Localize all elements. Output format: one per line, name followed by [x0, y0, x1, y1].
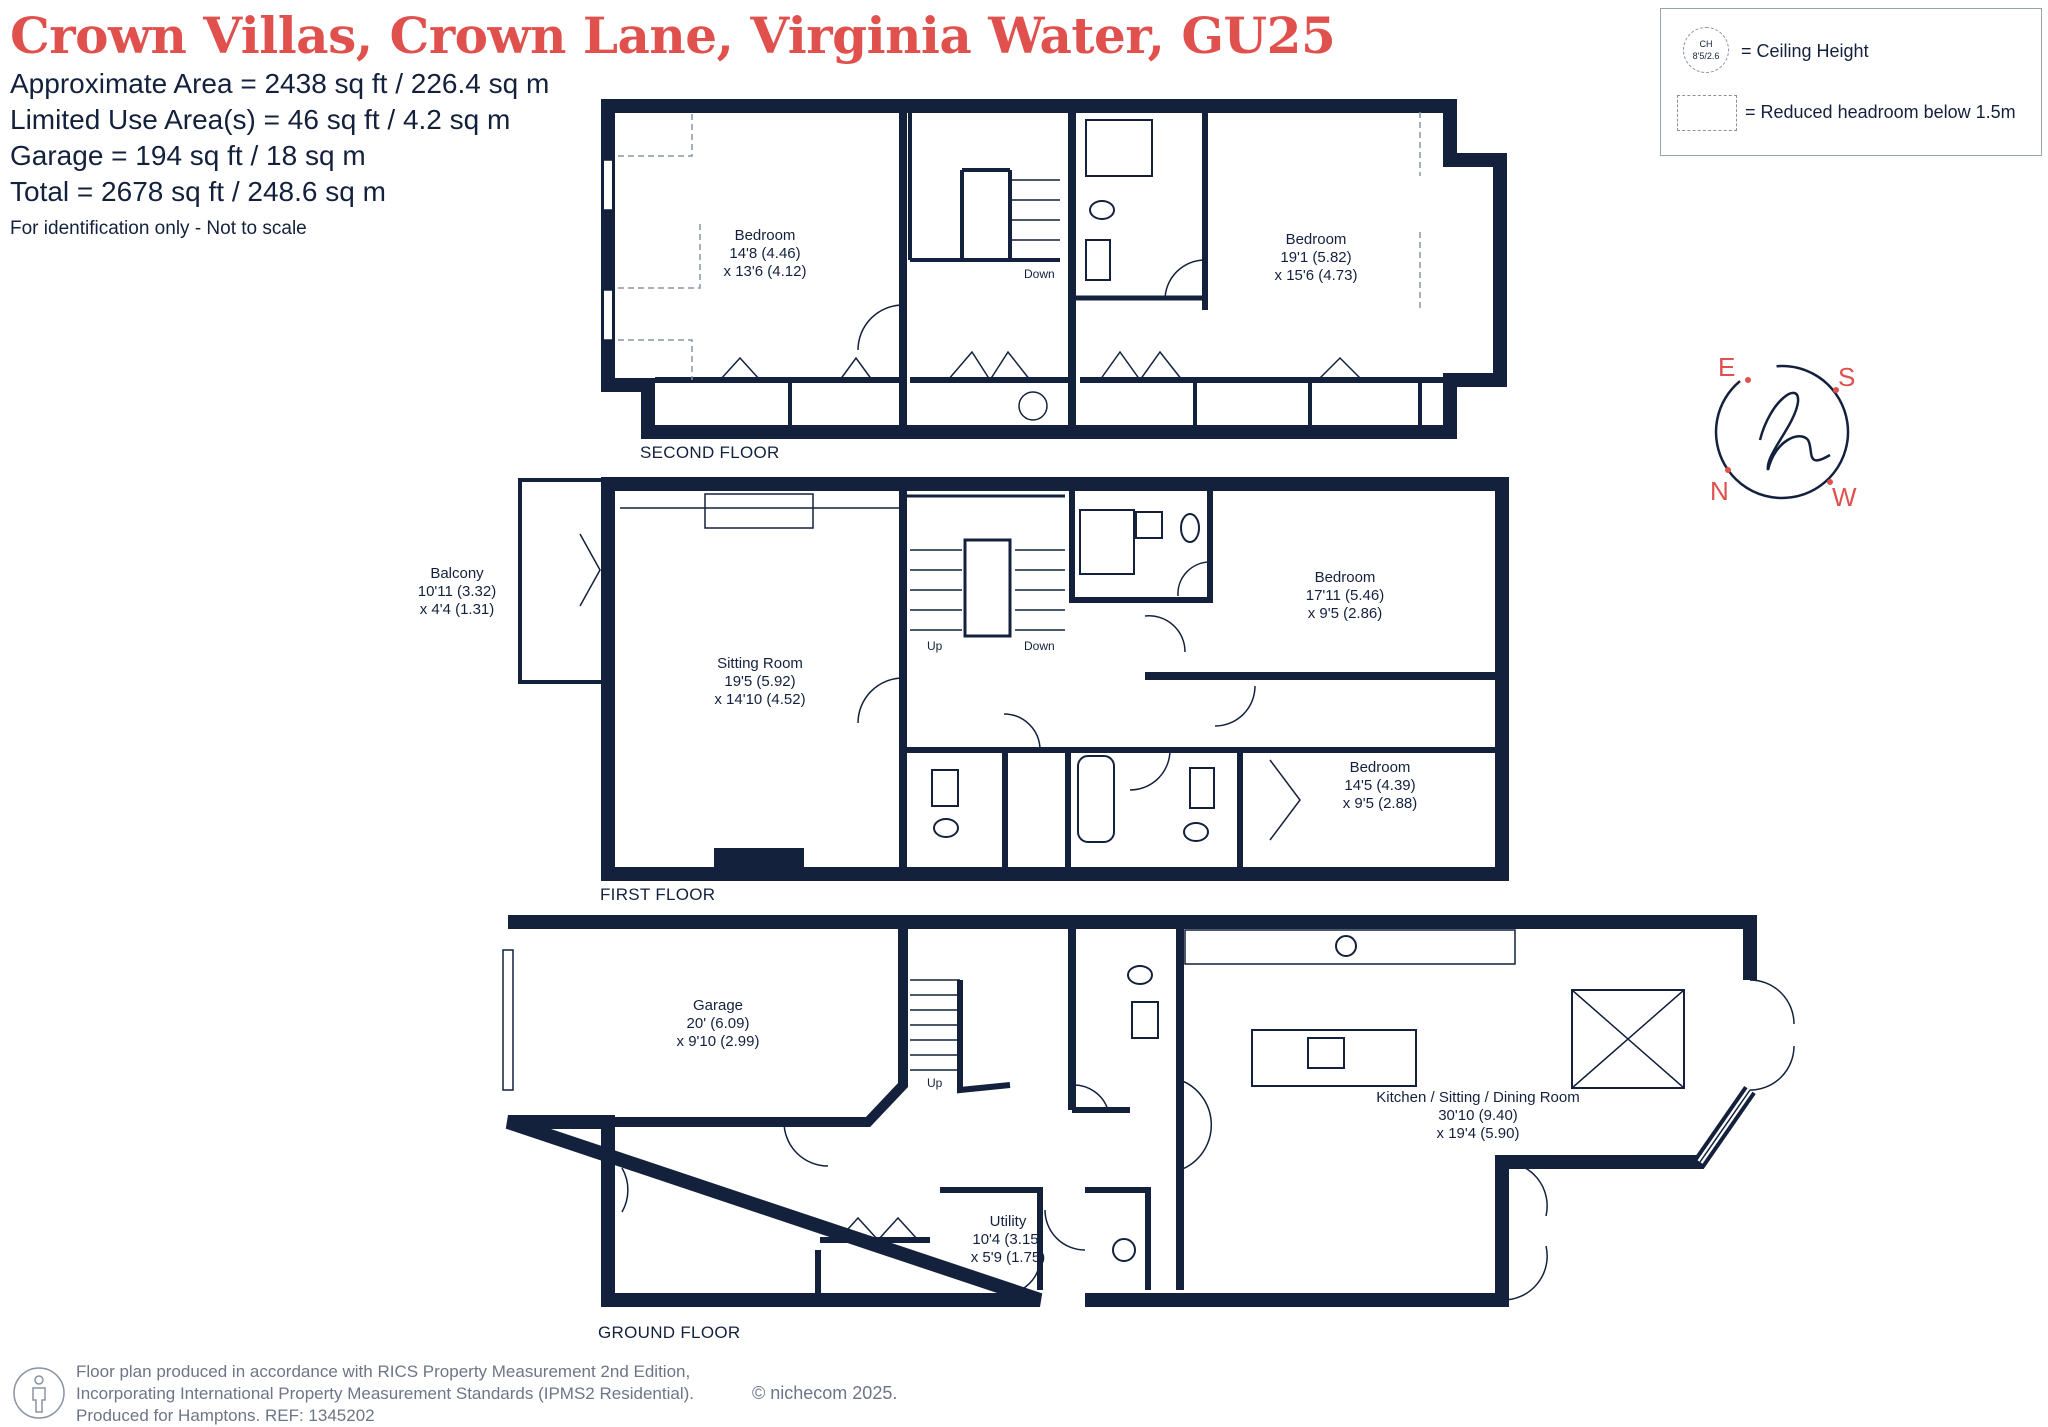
footer-line-3: Produced for Hamptons. REF: 1345202 — [76, 1406, 375, 1425]
second-floor-walls — [601, 99, 1507, 439]
room-ff-bedroom-1-name: Bedroom — [1315, 569, 1376, 586]
stair-label-ff-down: Down — [1024, 639, 1055, 653]
compass-west: W — [1832, 482, 1857, 512]
room-ff-bedroom-2-dim1: 14'5 (4.39) — [1344, 777, 1415, 794]
room-garage-dim1: 20' (6.09) — [687, 1015, 750, 1032]
area-total: Total = 2678 sq ft / 248.6 sq m — [10, 176, 386, 207]
room-utility-dim1: 10'4 (3.15) — [972, 1231, 1043, 1248]
floor-label-first: FIRST FLOOR — [600, 885, 715, 904]
room-kitchen-dim2: x 19'4 (5.90) — [1437, 1125, 1520, 1142]
reduced-headroom-icon — [1677, 95, 1737, 131]
room-sf-bedroom-2-name: Bedroom — [1286, 231, 1347, 248]
room-sf-bedroom-1-name: Bedroom — [735, 227, 796, 244]
property-title: Crown Villas, Crown Lane, Virginia Water… — [10, 6, 1336, 65]
stair-label-sf-down: Down — [1024, 267, 1055, 281]
room-sitting-dim1: 19'5 (5.92) — [724, 673, 795, 690]
area-garage: Garage = 194 sq ft / 18 sq m — [10, 140, 366, 171]
legend-reduced-headroom: = Reduced headroom below 1.5m — [1745, 102, 2016, 122]
legend-ceiling-height: = Ceiling Height — [1741, 41, 1869, 61]
room-ff-bedroom-1-dim2: x 9'5 (2.86) — [1308, 605, 1383, 622]
legend-box: CH 8'5/2.6 = Ceiling Height = Reduced he… — [1660, 8, 2042, 156]
person-scale-icon — [13, 1367, 65, 1419]
scale-note: For identification only - Not to scale — [10, 218, 307, 239]
room-labels: Bedroom 14'8 (4.46) x 13'6 (4.12) Bedroo… — [418, 227, 1580, 1266]
room-utility-name: Utility — [990, 1213, 1027, 1230]
area-limited-use: Limited Use Area(s) = 46 sq ft / 4.2 sq … — [10, 104, 511, 135]
compass-east: E — [1718, 352, 1735, 382]
ceiling-height-icon: CH 8'5/2.6 — [1683, 27, 1729, 73]
room-balcony-dim1: 10'11 (3.32) — [418, 583, 496, 600]
stair-label-ff-up: Up — [927, 639, 943, 653]
compass-logo: E S N W — [1710, 352, 1857, 512]
room-ff-bedroom-2-name: Bedroom — [1350, 759, 1411, 776]
room-sf-bedroom-2-dim2: x 15'6 (4.73) — [1275, 267, 1358, 284]
ch-symbol-top: CH — [1699, 39, 1713, 49]
room-sf-bedroom-1-dim1: 14'8 (4.46) — [729, 245, 800, 262]
ch-symbol-bottom: 8'5/2.6 — [1692, 51, 1720, 61]
room-kitchen-name: Kitchen / Sitting / Dining Room — [1376, 1089, 1579, 1106]
room-garage-dim2: x 9'10 (2.99) — [677, 1033, 760, 1050]
floor-label-second: SECOND FLOOR — [640, 443, 780, 462]
room-sitting-name: Sitting Room — [717, 655, 803, 672]
copyright: © nichecom 2025. — [752, 1383, 898, 1403]
footer-line-1: Floor plan produced in accordance with R… — [76, 1362, 691, 1381]
room-sitting-dim2: x 14'10 (4.52) — [714, 691, 805, 708]
room-ff-bedroom-2-dim2: x 9'5 (2.88) — [1343, 795, 1418, 812]
room-sf-bedroom-1-dim2: x 13'6 (4.12) — [724, 263, 807, 280]
stair-label-gf-up: Up — [927, 1076, 943, 1090]
footer-notes: Floor plan produced in accordance with R… — [76, 1361, 694, 1427]
compass-south: S — [1838, 362, 1855, 392]
first-floor-walls — [518, 477, 1509, 881]
room-garage-name: Garage — [693, 997, 743, 1014]
room-utility-dim2: x 5'9 (1.75) — [971, 1249, 1046, 1266]
compass-north: N — [1710, 476, 1729, 506]
area-approximate: Approximate Area = 2438 sq ft / 226.4 sq… — [10, 68, 550, 99]
room-balcony-name: Balcony — [430, 565, 484, 582]
floor-label-ground: GROUND FLOOR — [598, 1323, 740, 1342]
room-balcony-dim2: x 4'4 (1.31) — [420, 601, 495, 618]
ground-floor-walls — [502, 915, 1795, 1307]
area-summary: Approximate Area = 2438 sq ft / 226.4 sq… — [10, 66, 549, 210]
footer-line-2: Incorporating International Property Mea… — [76, 1384, 694, 1403]
room-ff-bedroom-1-dim1: 17'11 (5.46) — [1306, 587, 1384, 604]
room-kitchen-dim1: 30'10 (9.40) — [1438, 1107, 1518, 1124]
room-sf-bedroom-2-dim1: 19'1 (5.82) — [1280, 249, 1351, 266]
